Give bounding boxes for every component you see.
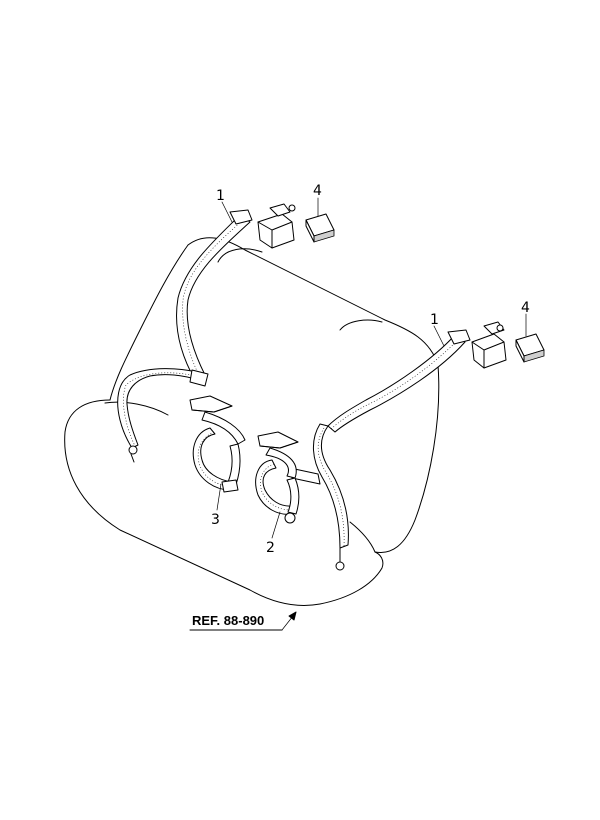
callout-buckle-left: 3 — [211, 512, 220, 528]
leader-lines — [216, 197, 527, 539]
callout-buckle-center: 2 — [266, 540, 275, 556]
buckle-assembly-left — [189, 395, 246, 493]
buckle-assembly-center — [255, 431, 321, 524]
reference-callout: REF. 88-890 — [189, 611, 297, 631]
reference-label: REF. 88-890 — [192, 613, 264, 628]
seat-belt-right — [313, 329, 471, 571]
callout-belt-right: 1 — [430, 312, 439, 328]
callout-bracket-right: 4 — [521, 300, 530, 316]
callout-bracket-left: 4 — [313, 183, 322, 199]
bracket-left — [305, 213, 335, 243]
seat-belt-left — [117, 209, 253, 463]
retractor-left — [257, 203, 296, 249]
retractor-right — [471, 321, 507, 369]
bracket-right — [515, 333, 545, 363]
callout-belt-left: 1 — [216, 188, 225, 204]
reference-arrow-head — [288, 611, 297, 621]
